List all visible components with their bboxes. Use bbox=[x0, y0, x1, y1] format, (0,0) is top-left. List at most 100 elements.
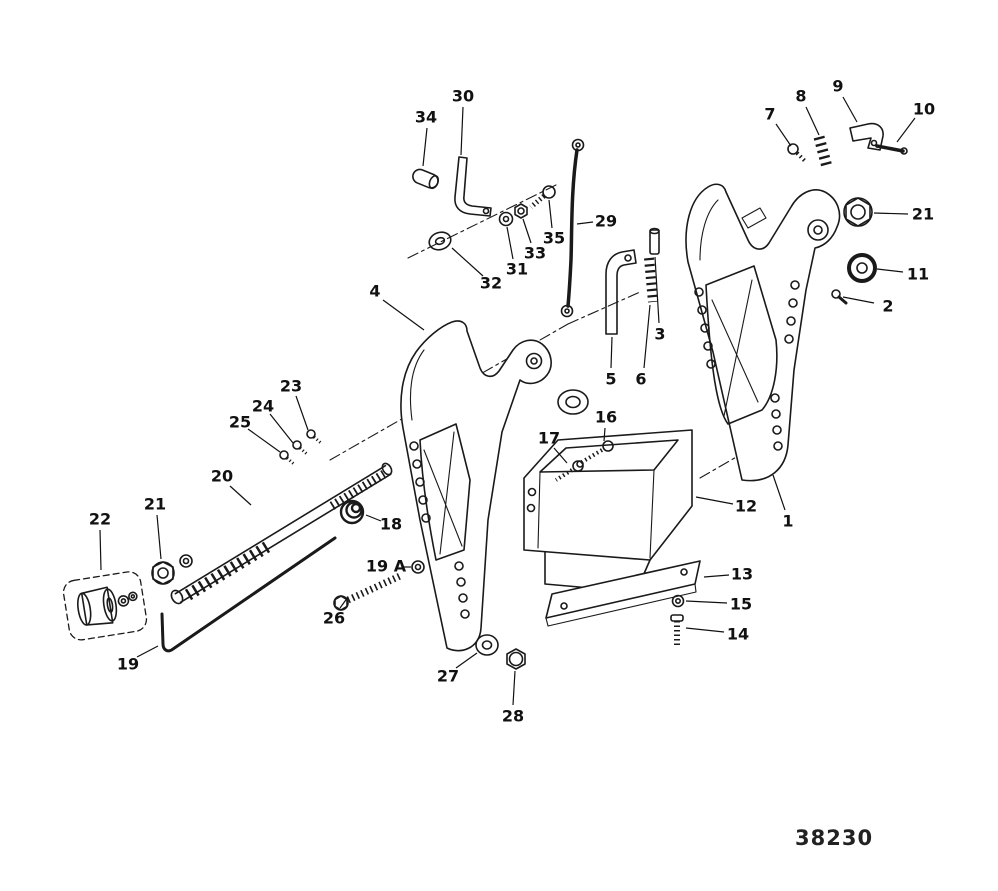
callout-leader-line bbox=[295, 395, 309, 431]
callout-5: 5 bbox=[605, 336, 617, 389]
callout-number: 27 bbox=[437, 667, 459, 686]
callout-leader-line bbox=[703, 574, 730, 578]
callout-leader-line bbox=[365, 514, 382, 522]
callout-leader-line bbox=[382, 299, 425, 331]
callout-number: 23 bbox=[280, 377, 302, 396]
callout-leader-line bbox=[553, 447, 568, 464]
callout-34: 34 bbox=[415, 108, 437, 167]
bracket-holes-bottom bbox=[770, 393, 783, 451]
callout-22: 22 bbox=[89, 510, 111, 571]
callout-4: 4 bbox=[369, 282, 425, 331]
callout-leader-line bbox=[156, 514, 162, 560]
bracket-holes-right bbox=[784, 280, 800, 344]
callout-17: 17 bbox=[538, 429, 568, 464]
hook-hole bbox=[525, 352, 543, 370]
callout-8: 8 bbox=[795, 87, 820, 136]
callout-number: 18 bbox=[380, 515, 402, 534]
bracket-window bbox=[705, 265, 778, 425]
callout-leader-line bbox=[842, 96, 858, 123]
screw-35 bbox=[529, 185, 556, 209]
callout-number: 1 bbox=[782, 512, 793, 531]
callout-31: 31 bbox=[506, 226, 528, 279]
callout-2: 2 bbox=[842, 296, 894, 316]
callout-35: 35 bbox=[543, 199, 565, 248]
callout-number: 7 bbox=[764, 105, 775, 124]
callout-leader-line bbox=[99, 529, 102, 571]
callout-18: 18 bbox=[365, 514, 402, 534]
callout-27: 27 bbox=[437, 652, 478, 686]
callout-number: 17 bbox=[538, 429, 560, 448]
callout-number: 30 bbox=[452, 87, 474, 106]
callout-number: 14 bbox=[727, 625, 749, 644]
callout-19a: 19 A bbox=[366, 557, 411, 576]
callout-number: 19 A bbox=[366, 557, 407, 576]
transom-bracket-starboard bbox=[685, 183, 841, 482]
bolt-14 bbox=[670, 614, 684, 646]
tilt-stop-rod-19 bbox=[160, 536, 337, 653]
callout-leader-line bbox=[610, 336, 613, 369]
callout-number: 31 bbox=[506, 260, 528, 279]
callout-number: 8 bbox=[795, 87, 806, 106]
pivot-nut-right-21 bbox=[843, 197, 873, 227]
callout-number: 9 bbox=[832, 77, 843, 96]
washer-27 bbox=[475, 634, 499, 656]
drawing-number: 38230 bbox=[795, 826, 873, 850]
tilt-pin-20 bbox=[170, 462, 393, 605]
spring-6 bbox=[644, 257, 658, 303]
callout-leader-line bbox=[873, 212, 909, 215]
link-rod-29 bbox=[560, 138, 585, 318]
callout-25: 25 bbox=[229, 413, 281, 453]
callout-3: 3 bbox=[654, 256, 666, 344]
callout-number: 22 bbox=[89, 510, 111, 529]
callout-14: 14 bbox=[685, 625, 749, 644]
callout-number: 3 bbox=[654, 325, 665, 344]
transom-bracket-port bbox=[400, 320, 552, 652]
grease-fitting-7 bbox=[787, 143, 808, 164]
callout-13: 13 bbox=[703, 565, 753, 584]
callout-6: 6 bbox=[635, 304, 651, 389]
callout-number: 21 bbox=[912, 205, 934, 224]
screw-23 bbox=[306, 429, 323, 446]
callout-number: 4 bbox=[369, 282, 380, 301]
bracket-ribs bbox=[423, 431, 463, 555]
callout-30: 30 bbox=[452, 87, 474, 156]
washer-nut-15 bbox=[671, 594, 685, 608]
callout-number: 34 bbox=[415, 108, 437, 127]
callout-leader-line bbox=[576, 221, 594, 225]
pin-3 bbox=[649, 227, 660, 255]
callout-24: 24 bbox=[252, 397, 294, 444]
callout-1: 1 bbox=[772, 474, 794, 531]
callout-leader-line bbox=[422, 127, 428, 167]
callout-28: 28 bbox=[502, 670, 524, 726]
callout-29: 29 bbox=[576, 212, 617, 231]
bolt-26 bbox=[333, 572, 402, 611]
screw-25 bbox=[279, 450, 296, 467]
screws-23-24-25 bbox=[279, 429, 323, 467]
callout-32: 32 bbox=[451, 247, 502, 293]
swivel-clamp-9 bbox=[849, 122, 884, 151]
washer-32 bbox=[428, 231, 452, 251]
callout-leader-line bbox=[460, 106, 464, 156]
callout-number: 12 bbox=[735, 497, 757, 516]
bracket-ribs bbox=[711, 279, 759, 417]
callout-number: 13 bbox=[731, 565, 753, 584]
handle-rod-10 bbox=[875, 144, 908, 155]
bushing-kit-22 bbox=[62, 571, 148, 641]
callout-leader-line bbox=[685, 627, 725, 633]
callout-leader-line bbox=[805, 106, 820, 136]
callout-leader-line bbox=[876, 268, 904, 273]
callout-leader-line bbox=[695, 496, 734, 505]
callout-23: 23 bbox=[280, 377, 309, 431]
tilt-tube-washer bbox=[557, 389, 589, 415]
washer-19a bbox=[411, 560, 425, 574]
callout-leader-line bbox=[685, 600, 728, 604]
callout-leader-line bbox=[455, 652, 478, 669]
washer-31 bbox=[498, 211, 514, 227]
screw-2 bbox=[831, 289, 848, 305]
callout-number: 5 bbox=[605, 370, 616, 389]
callout-leader-line bbox=[247, 428, 281, 453]
callout-leader-line bbox=[896, 117, 916, 143]
callout-number: 33 bbox=[524, 244, 546, 263]
